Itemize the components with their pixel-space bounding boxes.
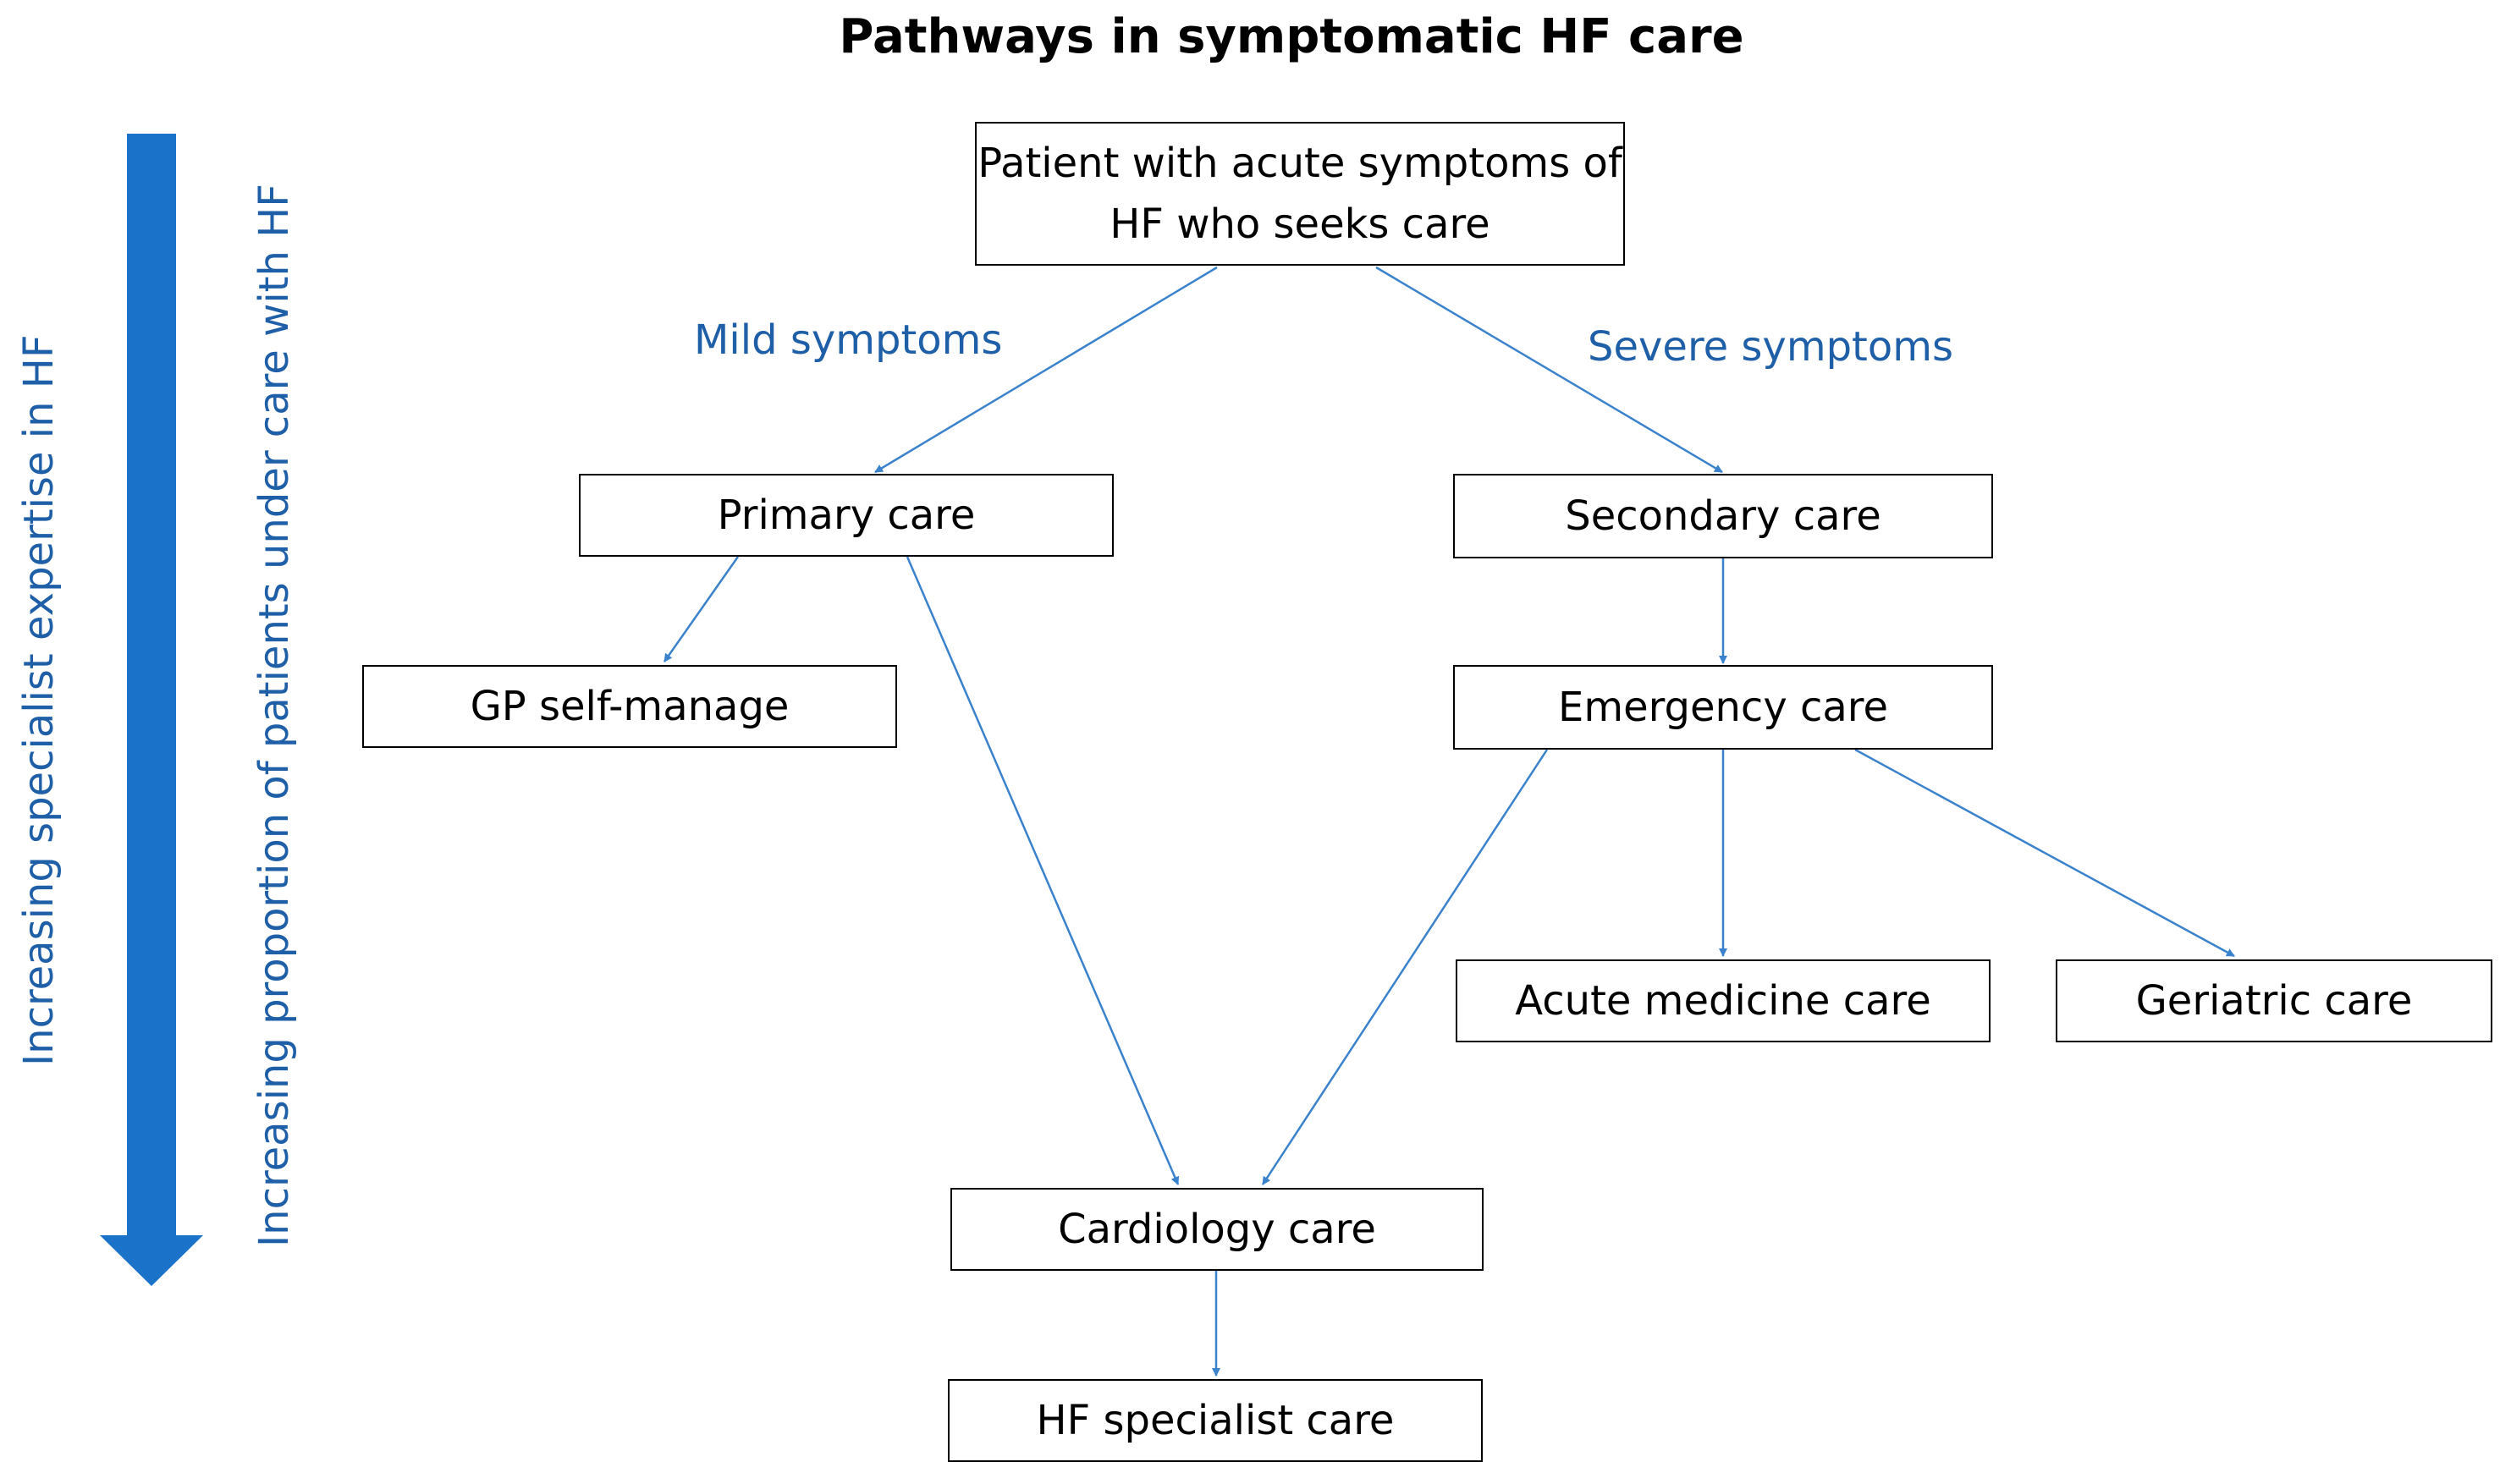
side-label-proportion: Increasing proportion of patients under … xyxy=(251,184,298,1247)
node-geriatric-care: Geriatric care xyxy=(2056,959,2492,1042)
node-geriatric-care-label: Geriatric care xyxy=(2135,977,2413,1025)
node-emergency-care-label: Emergency care xyxy=(1558,684,1888,731)
node-secondary-care: Secondary care xyxy=(1453,474,1993,558)
node-hf-specialist-care-label: HF specialist care xyxy=(1036,1397,1395,1444)
arrow-emergency-to-geriatric xyxy=(1854,748,2235,958)
node-acute-medicine-care-label: Acute medicine care xyxy=(1515,977,1931,1025)
arrow-primary-to-gp xyxy=(663,556,740,662)
node-patient: Patient with acute symptoms of HF who se… xyxy=(975,122,1625,266)
node-emergency-care: Emergency care xyxy=(1453,665,1993,750)
node-cardiology-care-label: Cardiology care xyxy=(1058,1206,1376,1253)
node-primary-care: Primary care xyxy=(579,474,1114,557)
node-patient-label: Patient with acute symptoms of HF who se… xyxy=(977,140,1622,248)
arrow-emergency-to-cardiology xyxy=(1261,749,1549,1185)
expertise-gradient-arrow xyxy=(100,134,203,1286)
node-secondary-care-label: Secondary care xyxy=(1565,492,1881,540)
page-title: Pathways in symptomatic HF care xyxy=(839,9,1744,64)
node-acute-medicine-care: Acute medicine care xyxy=(1456,959,1991,1042)
arrow-patient-to-primary xyxy=(874,266,1218,474)
edge-label-severe: Severe symptoms xyxy=(1588,323,1953,371)
node-primary-care-label: Primary care xyxy=(717,492,976,539)
arrow-patient-to-secondary xyxy=(1375,266,1723,474)
side-label-expertise: Increasing specialist expertise in HF xyxy=(15,334,63,1067)
arrow-primary-to-cardiology xyxy=(906,556,1180,1185)
node-gp-self-manage-label: GP self-manage xyxy=(470,683,790,730)
node-gp-self-manage: GP self-manage xyxy=(362,665,897,748)
edge-label-mild: Mild symptoms xyxy=(694,316,1003,364)
node-hf-specialist-care: HF specialist care xyxy=(948,1379,1483,1462)
node-cardiology-care: Cardiology care xyxy=(950,1188,1484,1271)
